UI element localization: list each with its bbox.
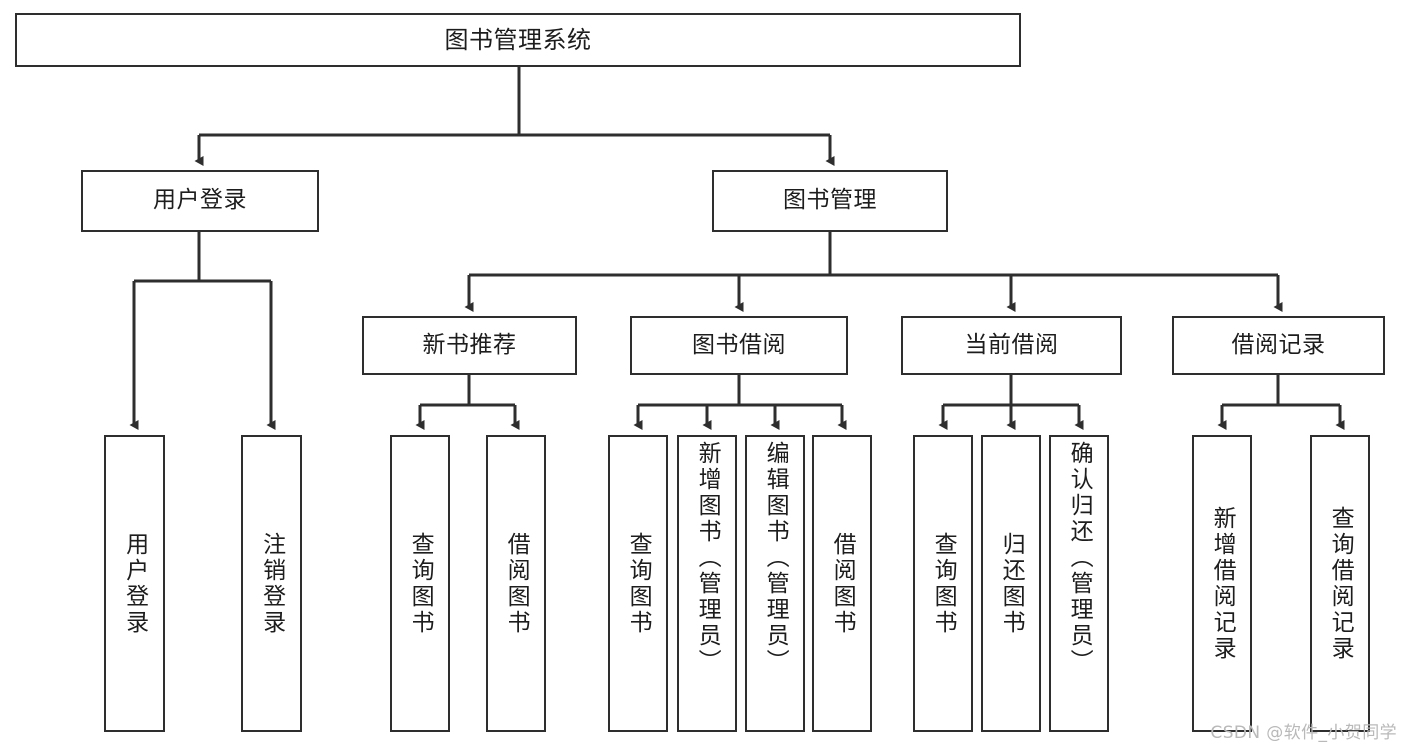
node-label: 注销登录	[258, 531, 285, 636]
leaf-query-book-current[interactable]: 查询图书	[913, 435, 973, 732]
node-label: 借阅图书	[503, 531, 530, 636]
node-label: 确认归还（管理员）	[1066, 441, 1093, 675]
node-label: 新增借阅记录	[1209, 505, 1236, 662]
node-label: 图书借阅	[692, 331, 786, 358]
node-label: 新增图书（管理员）	[694, 441, 721, 675]
node-current-borrow[interactable]: 当前借阅	[901, 316, 1122, 375]
node-borrow-record[interactable]: 借阅记录	[1172, 316, 1385, 375]
leaf-query-book-recommend[interactable]: 查询图书	[390, 435, 450, 732]
node-label: 查询借阅记录	[1327, 505, 1354, 662]
node-label: 图书管理	[783, 187, 877, 214]
node-label: 借阅记录	[1231, 331, 1326, 358]
leaf-return-book[interactable]: 归还图书	[981, 435, 1041, 732]
leaf-user-logout[interactable]: 注销登录	[241, 435, 302, 732]
node-user-login[interactable]: 用户登录	[81, 170, 319, 232]
watermark-text: CSDN @软件_小贺同学	[1210, 723, 1397, 743]
node-book-borrow[interactable]: 图书借阅	[630, 316, 848, 375]
node-label: 用户登录	[121, 531, 148, 636]
node-label: 查询图书	[407, 531, 434, 636]
node-label: 图书管理系统	[444, 25, 592, 54]
leaf-query-book-borrow[interactable]: 查询图书	[608, 435, 668, 732]
node-label: 新书推荐	[422, 331, 517, 358]
node-label: 当前借阅	[964, 331, 1059, 358]
leaf-edit-book[interactable]: 编辑图书（管理员）	[745, 435, 805, 732]
node-label: 查询图书	[930, 531, 957, 636]
node-label: 查询图书	[625, 531, 652, 636]
leaf-borrow-book-recommend[interactable]: 借阅图书	[486, 435, 546, 732]
node-new-book-recommend[interactable]: 新书推荐	[362, 316, 577, 375]
leaf-add-borrow-record[interactable]: 新增借阅记录	[1192, 435, 1252, 732]
node-label: 用户登录	[153, 187, 247, 214]
node-book-manage[interactable]: 图书管理	[712, 170, 948, 232]
leaf-query-borrow-record[interactable]: 查询借阅记录	[1310, 435, 1370, 732]
leaf-add-book[interactable]: 新增图书（管理员）	[677, 435, 737, 732]
node-label: 借阅图书	[829, 531, 856, 636]
node-root-book-management-system[interactable]: 图书管理系统	[15, 13, 1021, 67]
node-label: 归还图书	[998, 531, 1025, 636]
leaf-user-login[interactable]: 用户登录	[104, 435, 165, 732]
node-label: 编辑图书（管理员）	[762, 441, 789, 675]
leaf-confirm-return[interactable]: 确认归还（管理员）	[1049, 435, 1109, 732]
leaf-borrow-book[interactable]: 借阅图书	[812, 435, 872, 732]
